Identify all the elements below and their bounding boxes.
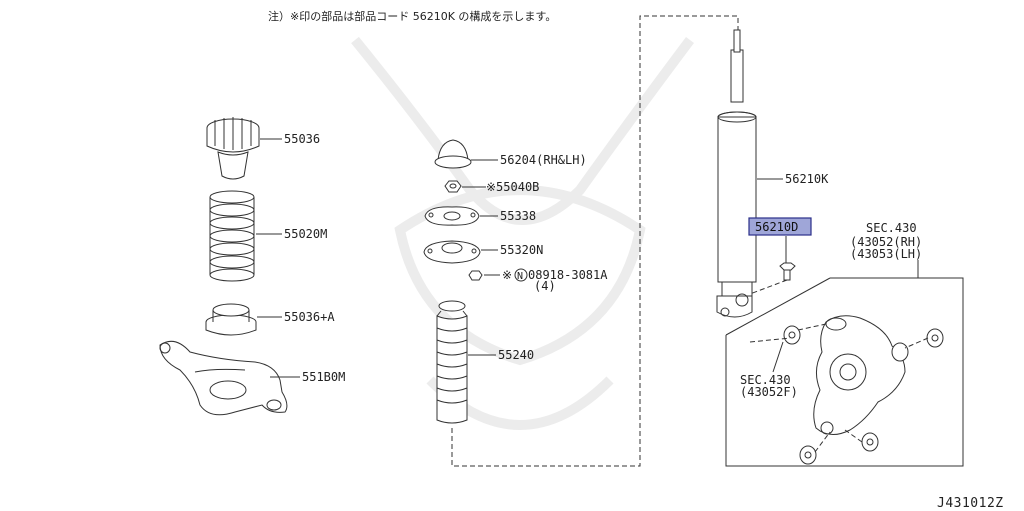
shock-absorber	[716, 29, 757, 318]
label-55036a: 55036+A	[284, 310, 335, 324]
label-56210d[interactable]: 56210D	[755, 220, 798, 234]
label-08918-qty: (4)	[534, 279, 556, 293]
rear-knuckle	[813, 315, 906, 435]
label-55240: 55240	[498, 348, 534, 362]
mount-55320n	[423, 240, 481, 264]
n-circle-icon	[514, 268, 528, 282]
bump-stopper-upper	[206, 117, 260, 180]
bushing-right	[891, 342, 909, 362]
dust-boot	[436, 300, 468, 424]
label-55040b: ※55040B	[486, 180, 539, 194]
assembly-bracket	[451, 15, 739, 467]
bushing-right-upper	[926, 328, 944, 348]
bushing-lower-right	[861, 432, 879, 452]
label-08918: 08918-3081A	[528, 268, 608, 282]
highlight-56210d[interactable]	[748, 217, 812, 236]
mount-cap	[434, 139, 472, 169]
label-sec430-lh: (43053(LH)	[850, 247, 922, 261]
label-55320n: 55320N	[500, 243, 543, 257]
diagram-code: J431012Z	[937, 496, 1004, 511]
bolt-guide	[749, 279, 788, 295]
label-56210k: 56210K	[785, 172, 829, 186]
label-sec430-top: SEC.430	[866, 221, 917, 235]
label-sec430-rh: (43052(RH)	[850, 235, 922, 249]
bolt-56210d	[779, 262, 796, 281]
plate-55338	[424, 206, 480, 226]
label-08918-n: N	[517, 271, 523, 282]
bushing-upper	[783, 325, 801, 345]
label-55338: 55338	[500, 209, 536, 223]
label-55036: 55036	[284, 132, 320, 146]
nut-55040b	[444, 180, 462, 193]
label-sec430-f: (43052F)	[740, 385, 798, 399]
nut-08918	[468, 270, 483, 281]
knuckle-box	[725, 277, 964, 467]
label-56204: 56204(RH&LH)	[500, 153, 587, 167]
spring-seat-lower	[205, 303, 257, 336]
label-55020m: 55020M	[284, 227, 327, 241]
label-sec430-bot: SEC.430	[740, 373, 791, 387]
bushing-lower-left	[799, 445, 817, 465]
label-08918-mark: ※	[502, 268, 512, 282]
lower-link-arm	[159, 340, 288, 416]
coil-spring	[209, 190, 255, 282]
header-note: 注）※印の部品は部品コード 56210K の構成を示します。	[268, 9, 556, 23]
label-551b0m: 551B0M	[302, 370, 345, 384]
